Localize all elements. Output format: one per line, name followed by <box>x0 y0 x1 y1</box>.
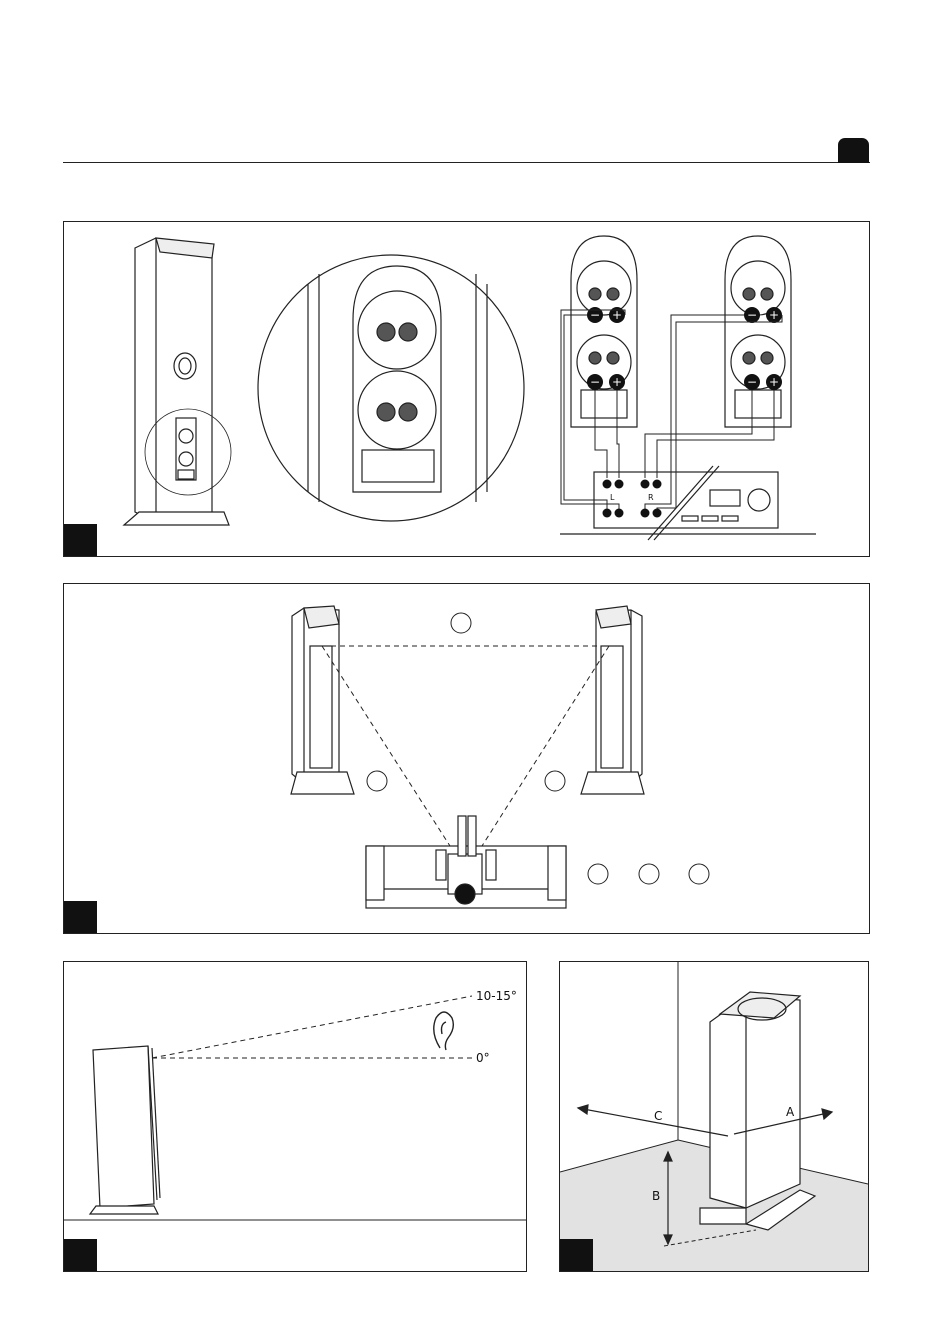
terminal-label-r: R <box>648 493 654 502</box>
right-tower-drawing <box>581 606 644 794</box>
wall-distance-illustration: C A B <box>560 962 868 1271</box>
terminal-zoom-drawing <box>258 255 524 521</box>
connection-illustration: − + − + − + − + <box>64 222 869 556</box>
figure-number-box <box>64 1239 97 1271</box>
figure-number-box <box>560 1239 593 1271</box>
connection-panel: − + − + − + − + <box>63 221 870 557</box>
amplifier-drawing <box>560 466 816 540</box>
tower-speaker-drawing <box>124 238 231 525</box>
header-rule <box>63 162 870 163</box>
svg-text:−: − <box>590 375 600 389</box>
placement-illustration <box>64 584 869 933</box>
tilted-speaker-drawing <box>90 1046 160 1214</box>
angle-label-zero: 0° <box>476 1051 490 1065</box>
figure-number-box <box>64 524 97 556</box>
tilt-panel: 10-15° 0° <box>63 961 527 1272</box>
angle-label-top: 10-15° <box>476 989 517 1003</box>
placement-panel <box>63 583 870 934</box>
angle-lines <box>152 996 472 1058</box>
svg-text:+: + <box>612 375 622 389</box>
wall-distance-panel: C A B <box>559 961 869 1272</box>
svg-text:−: − <box>747 308 757 322</box>
tilt-illustration: 10-15° 0° <box>64 962 526 1271</box>
left-terminal-panel <box>571 236 637 427</box>
ear-icon <box>434 1012 454 1050</box>
dim-label-a: A <box>786 1105 795 1119</box>
terminal-label-l: L <box>610 493 615 502</box>
left-tower-drawing <box>291 606 354 794</box>
svg-text:−: − <box>747 375 757 389</box>
page-number-tab <box>838 138 869 163</box>
corner-speaker-drawing <box>700 992 815 1230</box>
figure-number-box <box>64 901 97 933</box>
distance-markers <box>367 613 709 884</box>
svg-text:+: + <box>769 308 779 322</box>
dim-label-c: C <box>654 1109 662 1123</box>
right-terminal-panel <box>725 236 791 427</box>
left-terminal-jacks: − + − + <box>587 307 625 390</box>
svg-text:+: + <box>769 375 779 389</box>
right-terminal-jacks: − + − + <box>744 307 782 390</box>
dim-label-b: B <box>652 1189 660 1203</box>
amplifier-terminals: L R <box>603 480 662 518</box>
